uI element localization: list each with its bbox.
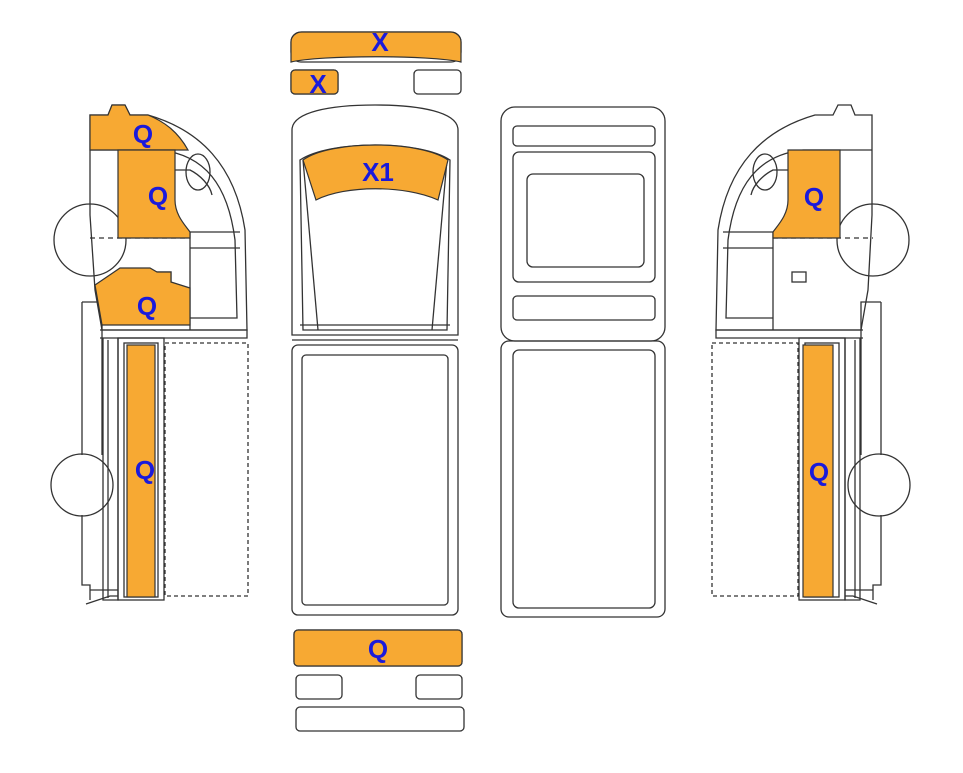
- left-lower-area[interactable]: [94, 267, 191, 326]
- rear-bumper-area[interactable]: [293, 629, 463, 667]
- left-side-panel-area[interactable]: [126, 344, 156, 598]
- label-left-top: Q: [133, 119, 153, 149]
- label-front-small-left: X: [309, 69, 327, 99]
- underside-view: [500, 106, 666, 618]
- label-left-side-panel: Q: [135, 455, 155, 485]
- label-left-lower: Q: [137, 291, 157, 321]
- windshield-area[interactable]: [302, 144, 449, 201]
- label-right-door: Q: [804, 182, 824, 212]
- label-front-bumper-top: X: [371, 27, 389, 57]
- label-windshield: X1: [362, 157, 394, 187]
- front-small-left-area[interactable]: [290, 69, 339, 95]
- left-door-area[interactable]: [117, 149, 191, 239]
- left-top-area[interactable]: [89, 104, 190, 151]
- front-bumper-top-area[interactable]: [290, 31, 462, 63]
- label-right-side-panel: Q: [809, 457, 829, 487]
- right-side-view: [711, 104, 911, 605]
- label-left-door: Q: [148, 181, 168, 211]
- top-view: [290, 31, 465, 732]
- right-side-panel-area[interactable]: [802, 344, 834, 598]
- left-side-view: [50, 104, 249, 605]
- label-rear-bumper: Q: [368, 634, 388, 664]
- right-door-area[interactable]: [772, 149, 841, 239]
